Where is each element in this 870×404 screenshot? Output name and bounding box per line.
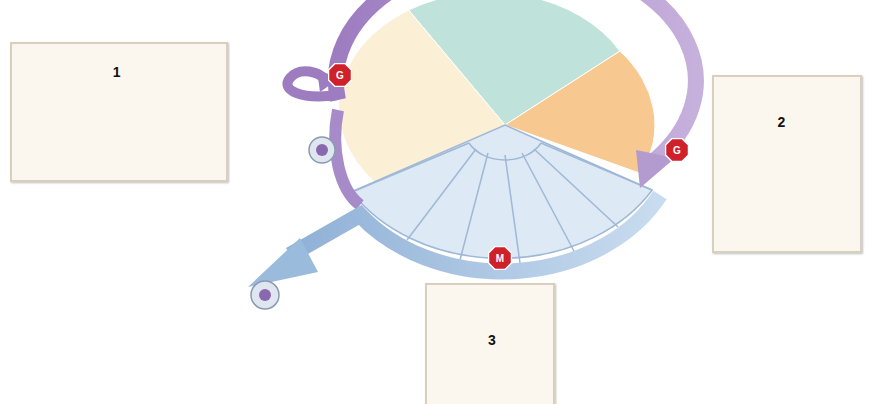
mitosis-arrowhead bbox=[248, 238, 318, 287]
checkpoint-sign: G bbox=[328, 63, 352, 87]
mitosis-band bbox=[290, 195, 660, 271]
answer-box: 2 bbox=[712, 75, 862, 253]
checkpoint-letter: G bbox=[665, 138, 689, 162]
exit-band bbox=[335, 110, 360, 205]
checkpoint-letter: M bbox=[488, 246, 512, 270]
interphase-band bbox=[336, 0, 696, 160]
checkpoint-letter: G bbox=[328, 63, 352, 87]
box-number: 2 bbox=[778, 114, 786, 130]
answer-box: 3 bbox=[425, 283, 555, 404]
box-number: 3 bbox=[488, 332, 496, 348]
box-number: 1 bbox=[113, 64, 121, 80]
cell-icon bbox=[251, 281, 279, 309]
cell-icon bbox=[309, 137, 335, 163]
answer-box: 1 bbox=[10, 42, 228, 182]
checkpoint-sign: M bbox=[488, 246, 512, 270]
checkpoint-sign: G bbox=[665, 138, 689, 162]
